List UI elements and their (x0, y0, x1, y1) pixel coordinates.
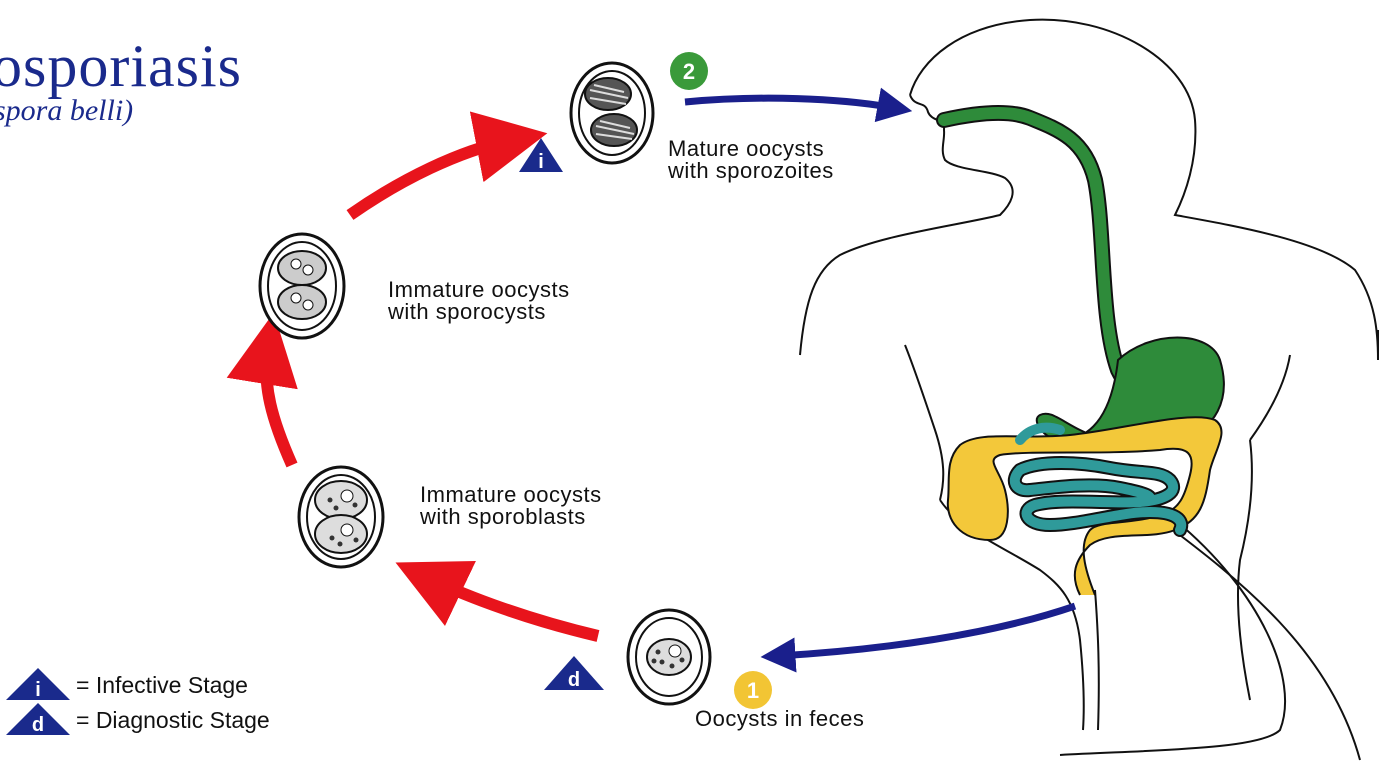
label-mature-oocysts: Mature oocysts with sporozoites (668, 138, 834, 182)
arrow-sporoblasts-to-sporocysts (266, 348, 292, 465)
svg-text:d: d (32, 714, 44, 736)
step-2-badge: 2 (670, 52, 708, 90)
legend-infective-text: = Infective Stage (76, 672, 248, 699)
digestive-tract (944, 113, 1224, 595)
legend-diagnostic-text: = Diagnostic Stage (76, 707, 270, 734)
infective-stage-triangle: i (519, 138, 563, 173)
arrow-sporocysts-to-mature (350, 140, 512, 215)
svg-text:2: 2 (683, 59, 695, 84)
oocyst-feces (628, 610, 710, 704)
oocyst-mature (571, 63, 653, 163)
svg-text:i: i (538, 151, 544, 173)
oocyst-sporocysts (260, 234, 344, 338)
svg-text:d: d (568, 669, 580, 691)
legend-infective-icon: i (6, 668, 70, 701)
label-oocysts-in-feces: Oocysts in feces (695, 708, 864, 730)
svg-text:1: 1 (747, 678, 759, 703)
legend-diagnostic-icon: d (6, 703, 70, 736)
arrow-excretion (778, 606, 1075, 656)
svg-text:i: i (35, 679, 41, 701)
arrow-ingestion (685, 98, 895, 108)
step-1-badge: 1 (734, 671, 772, 709)
label-immature-sporocysts: Immature oocysts with sporocysts (388, 279, 570, 323)
cycle-arrows (266, 140, 598, 636)
oocyst-sporoblasts (299, 467, 383, 567)
diagnostic-stage-triangle: d (544, 656, 604, 691)
label-immature-sporoblasts: Immature oocysts with sporoblasts (420, 484, 602, 528)
arrow-feces-to-sporoblasts (428, 578, 598, 636)
